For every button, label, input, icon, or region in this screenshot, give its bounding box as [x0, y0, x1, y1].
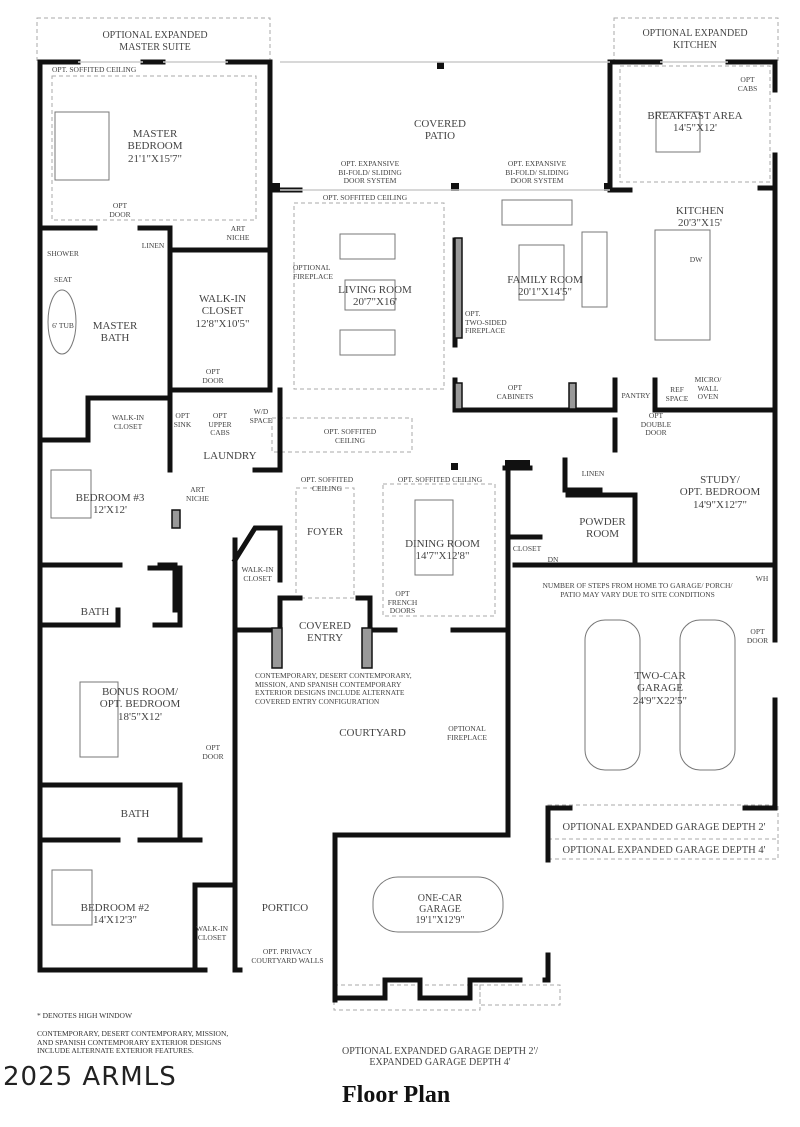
closet-label: CLOSET [512, 544, 542, 553]
walk-in-closet-bath: WALK-IN CLOSET [111, 413, 145, 431]
opt-french-doors: OPT FRENCH DOORS [387, 589, 418, 616]
art-niche-1: ART NICHE [226, 224, 250, 242]
optional-expanded-garage-depth-2: OPTIONAL EXPANDED GARAGE DEPTH 2' [562, 822, 766, 833]
room-covered-entry: COVERED ENTRY [299, 620, 351, 645]
watermark: 2025 ARMLS [3, 1062, 177, 1092]
room-master-bath: MASTER BATH [92, 320, 138, 345]
opt-soffited-ceiling-dining: OPT. SOFFITED CEILING [397, 475, 483, 484]
opt-door-master: OPT DOOR [109, 201, 131, 219]
page-title: Floor Plan [342, 1082, 451, 1108]
entry-configuration-note: CONTEMPORARY, DESERT CONTEMPORARY, MISSI… [255, 671, 412, 706]
opt-privacy-courtyard-walls: OPT. PRIVACY COURTYARD WALLS [251, 947, 324, 965]
room-portico: PORTICO [261, 902, 309, 914]
optional-expanded-master-suite-label: OPTIONAL EXPANDED MASTER SUITE [102, 30, 208, 53]
art-niche-2: ART NICHE [186, 485, 209, 503]
optional-fireplace-living: OPTIONAL FIREPLACE [293, 263, 334, 281]
dw-label: DW [689, 255, 703, 264]
walls [37, 59, 778, 1003]
exterior-designs-footnote: CONTEMPORARY, DESERT CONTEMPORARY, MISSI… [37, 1029, 229, 1056]
opt-soffited-ceiling-master: OPT. SOFFITED CEILING [52, 65, 137, 74]
two-sided-fireplace: OPT. TWO-SIDED FIREPLACE [465, 309, 507, 336]
opt-cabinets: OPT CABINETS [496, 383, 534, 401]
columns [272, 62, 612, 470]
room-bath-1: BATH [80, 606, 110, 618]
linen-powder: LINEN [581, 469, 605, 478]
opt-soffited-ceiling-living: OPT. SOFFITED CEILING [322, 193, 408, 202]
micro-wall-oven-label: MICRO/ WALL OVEN [694, 375, 722, 402]
shower-label: SHOWER [47, 249, 79, 258]
room-foyer: FOYER [306, 526, 344, 538]
opt-cabs: OPT CABS [737, 75, 758, 93]
walk-in-closet-bed2: WALK-IN CLOSET [195, 924, 229, 942]
opt-door-bonus: OPT DOOR [202, 743, 224, 761]
windows [78, 61, 728, 191]
room-covered-patio: COVERED PATIO [414, 118, 466, 143]
room-bath-2: BATH [120, 808, 150, 820]
optional-area-outlines [36, 17, 779, 1011]
steps-note: NUMBER OF STEPS FROM HOME TO GARAGE/ POR… [542, 581, 733, 599]
wd-space: W/D SPACE [249, 407, 273, 425]
opt-soffited-ceiling-foyer: OPT. SOFFITED CEILING [300, 475, 354, 493]
opt-upper-cabs: OPT UPPER CABS [208, 411, 232, 438]
one-car-garage-depth-note: OPTIONAL EXPANDED GARAGE DEPTH 2'/ EXPAN… [341, 1046, 539, 1069]
dn-label: DN [547, 555, 559, 564]
tub-label: 6' TUB [52, 321, 74, 330]
optional-expanded-garage-depth-4: OPTIONAL EXPANDED GARAGE DEPTH 4' [562, 845, 766, 856]
optional-expanded-kitchen-label: OPTIONAL EXPANDED KITCHEN [642, 28, 748, 51]
opt-double-door: OPT DOUBLE DOOR [640, 411, 672, 438]
opt-door-garage: OPT DOOR [746, 627, 769, 645]
bifold-door-note-1: OPT. EXPANSIVE BI-FOLD/ SLIDING DOOR SYS… [338, 159, 402, 186]
pantry-label: PANTRY [621, 391, 651, 400]
room-laundry: LAUNDRY [203, 450, 257, 462]
high-window-footnote: * DENOTES HIGH WINDOW [37, 1011, 133, 1020]
opt-sink: OPT SINK [173, 411, 192, 429]
ref-space-label: REF SPACE [665, 385, 689, 403]
opt-soffited-ceiling-hall: OPT. SOFFITED CEILING [323, 427, 377, 445]
fireplaces [171, 237, 577, 669]
optional-fireplace-courtyard: OPTIONAL FIREPLACE [446, 724, 487, 742]
opt-door-closet: OPT DOOR [202, 367, 224, 385]
furniture [47, 111, 736, 933]
seat-label: SEAT [54, 275, 72, 284]
walk-in-closet-foyer: WALK-IN CLOSET [241, 565, 274, 583]
room-powder-room: POWDER ROOM [579, 516, 626, 541]
linen-master: LINEN [141, 241, 165, 250]
bifold-door-note-2: OPT. EXPANSIVE BI-FOLD/ SLIDING DOOR SYS… [505, 159, 569, 186]
wh-label: WH [755, 574, 769, 583]
room-courtyard: COURTYARD [339, 727, 406, 739]
